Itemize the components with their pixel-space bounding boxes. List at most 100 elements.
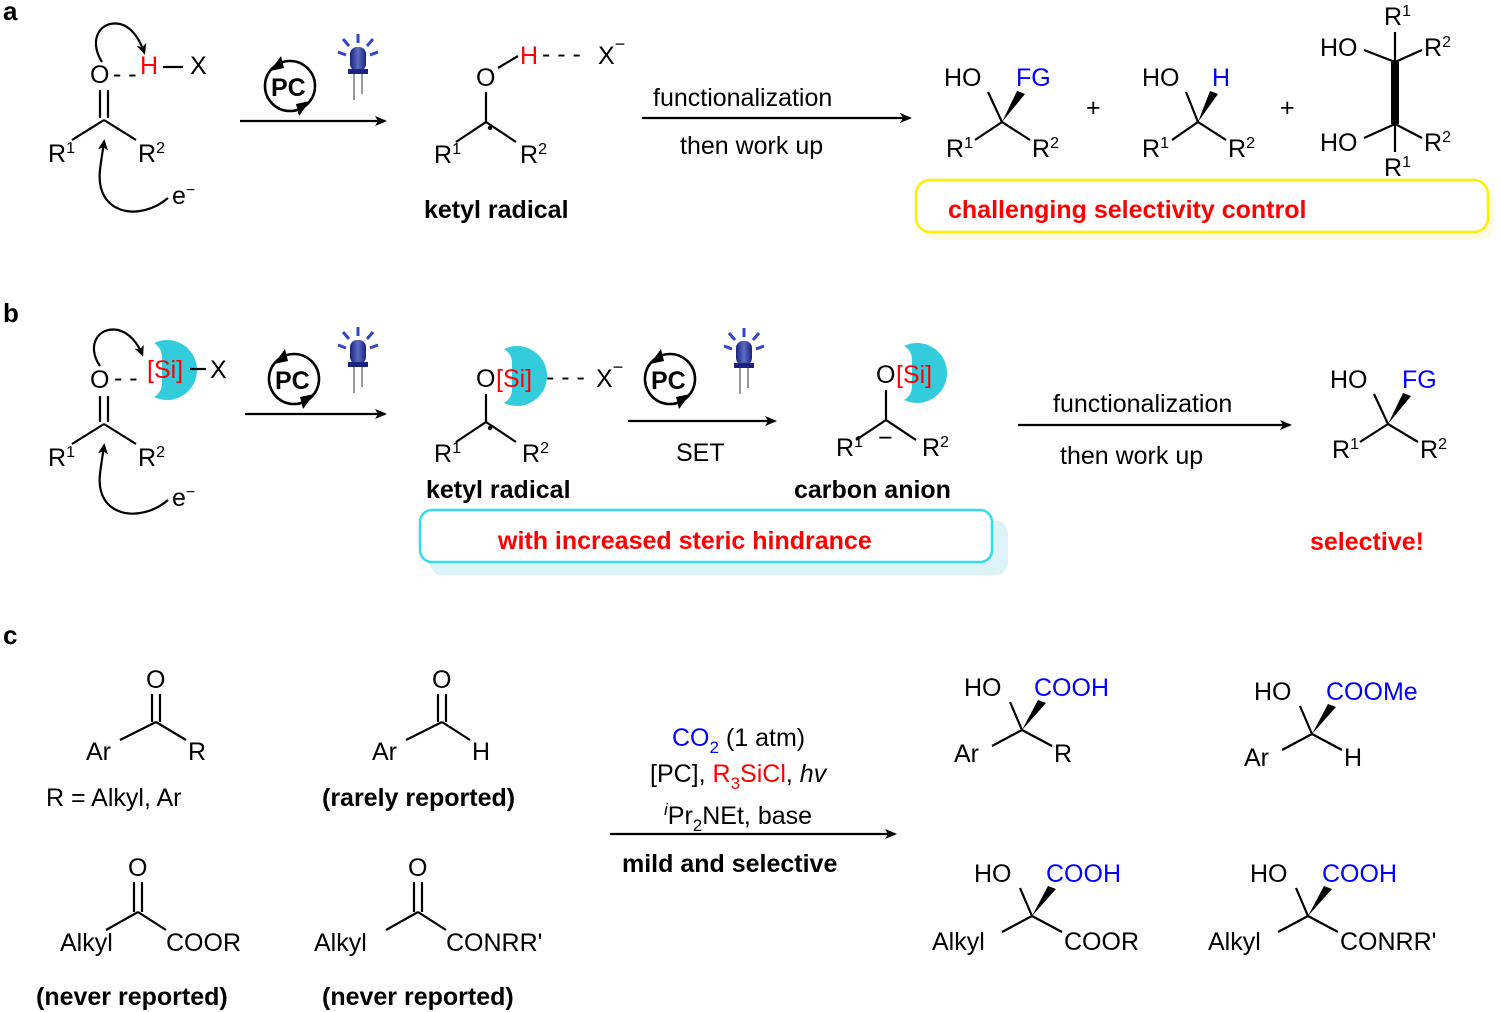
oxygen-si-dash: - - (114, 364, 138, 392)
panel-label-a: a (3, 0, 18, 26)
pinacol-ho-bottom: HO (1320, 129, 1358, 157)
selective-label: selective! (1310, 528, 1424, 556)
panel-b-functionalization-arrow: functionalization then work up (1018, 390, 1292, 470)
anion-r1: R1 (836, 434, 863, 462)
hydroxy-acid-r: R (1054, 740, 1072, 768)
substrate-ketoamide: O Alkyl CONRR' (never reported) (314, 854, 542, 1011)
panel-b-ketyl-radical: O [Si] - - - X− R1 R2 ketyl radical (426, 345, 623, 504)
ketoester-note: (never reported) (36, 983, 228, 1011)
ketoamide-alkyl: Alkyl (314, 929, 367, 957)
ketone-r: R (188, 738, 206, 766)
r2-label-b: R2 (138, 444, 165, 472)
substrate-ketoester: O Alkyl COOR (never reported) (36, 854, 241, 1011)
functionalization-label-b: functionalization (1053, 390, 1232, 418)
co2-condition: CO2 (1 atm) (672, 724, 805, 757)
electron-label-b: e− (172, 484, 195, 512)
ketone-ar: Ar (86, 738, 111, 766)
selectivity-warning-box: challenging selectivity control (914, 178, 1494, 240)
reduced-h: H (1212, 64, 1230, 92)
product-tartronic-ester: HO COOH Alkyl COOR (932, 860, 1139, 956)
steric-hindrance-box: with increased steric hindrance (418, 508, 1008, 575)
ketyl-x: X− (598, 34, 625, 70)
panel-a-ketyl-radical: O H - - - X− R1 R2 ketyl radical (424, 34, 625, 224)
panel-b-product: HO FG R1 R2 selective! (1310, 366, 1447, 556)
tartronic-ester-coor: COOR (1064, 928, 1139, 956)
panel-label-c: c (3, 620, 17, 650)
electron-label: e− (172, 182, 195, 210)
carbonyl-oxygen: O (90, 61, 109, 89)
pc-label: PC (271, 74, 306, 102)
aldehyde-ar: Ar (372, 738, 397, 766)
ketoester-alkyl: Alkyl (60, 929, 113, 957)
steric-hindrance-text: with increased steric hindrance (497, 527, 872, 555)
selectivity-warning-text: challenging selectivity control (948, 196, 1306, 224)
product-b-r2: R2 (1420, 436, 1447, 464)
pinacol-r1-top: R1 (1384, 3, 1411, 31)
pinacol-r1-bottom: R1 (1384, 154, 1411, 182)
ketoester-o: O (128, 854, 147, 882)
reduced-ho: HO (1142, 64, 1180, 92)
ketyl-si-dashes: - - - (546, 363, 585, 391)
product-r2: R2 (1032, 135, 1059, 163)
silyl-x: X (210, 356, 227, 384)
pinacol-ho-top: HO (1320, 34, 1358, 62)
plus-sign-1: + (1086, 94, 1101, 122)
reagents-condition: [PC], R3SiCl, hv (650, 760, 828, 793)
tartronic-ester-ho: HO (974, 860, 1012, 888)
workup-label-b: then work up (1060, 442, 1203, 470)
panel-a-substrate: O - - H X R1 R2 e− (48, 22, 207, 213)
tartronic-amide-alkyl: Alkyl (1208, 928, 1261, 956)
carbonyl-oxygen-b: O (90, 366, 109, 394)
panel-a-functionalization-arrow: functionalization then work up (642, 84, 912, 160)
product-b-r1: R1 (1332, 436, 1359, 464)
hydroxy-acid-ar: Ar (954, 740, 979, 768)
ketyl-r2-b: R2 (522, 440, 549, 468)
hydroxy-ester-h: H (1344, 744, 1362, 772)
aldehyde-o: O (432, 666, 451, 694)
ketyl-r1: R1 (434, 141, 461, 169)
panel-b-set-arrow: PC SET (628, 326, 777, 467)
panel-label-b: b (3, 298, 19, 328)
functionalization-label: functionalization (653, 84, 832, 112)
base-condition: iPr2NEt, base (664, 800, 812, 835)
ketyl-r2: R2 (520, 141, 547, 169)
ketoamide-conrr: CONRR' (446, 929, 542, 957)
tartronic-ester-cooh: COOH (1046, 860, 1121, 888)
reduced-r1: R1 (1142, 135, 1169, 163)
panel-b-carbon-anion: O [Si] − R1 R2 carbon anion (794, 342, 951, 504)
set-label: SET (676, 439, 725, 467)
carbon-anion-label: carbon anion (794, 476, 951, 504)
ketyl-x-b: X− (596, 357, 623, 393)
hydroxy-ester-ar: Ar (1244, 744, 1269, 772)
leaving-group-x: X (190, 52, 207, 80)
hydroxy-ester-coome: COOMe (1326, 678, 1418, 706)
silyl-group: [Si] (147, 356, 183, 384)
ketyl-oxygen-b: O (476, 365, 495, 393)
ketyl-radical-label: ketyl radical (424, 196, 569, 224)
product-fg: FG (1016, 64, 1051, 92)
ketyl-hydrogen: H (520, 42, 538, 70)
ketone-o: O (146, 666, 165, 694)
acidic-hydrogen: H (140, 52, 158, 80)
ketyl-oxygen: O (476, 64, 495, 92)
r2-label: R2 (138, 140, 165, 168)
product-hydroxy-acid: HO COOH Ar R (954, 674, 1109, 768)
tartronic-ester-alkyl: Alkyl (932, 928, 985, 956)
r1-label: R1 (48, 140, 75, 168)
ketoester-coor: COOR (166, 929, 241, 957)
workup-label: then work up (680, 132, 823, 160)
panel-a-photocatalysis-arrow: PC (240, 32, 387, 126)
r1-label-b: R1 (48, 444, 75, 472)
panel-b-substrate: [Si] X O - - R1 R2 e− (48, 328, 227, 515)
substrate-aldehyde: O Ar H (rarely reported) (322, 666, 515, 812)
aldehyde-note: (rarely reported) (322, 784, 515, 812)
anion-silyl: [Si] (896, 361, 932, 389)
tartronic-amide-cooh: COOH (1322, 860, 1397, 888)
product-ho: HO (944, 64, 982, 92)
mild-selective-label: mild and selective (622, 850, 837, 878)
panel-b-photocatalysis-arrow-1: PC (245, 325, 387, 419)
aldehyde-h: H (472, 738, 490, 766)
oxygen-hx-dash: - - (113, 60, 137, 88)
substrate-ketone: O Ar R R = Alkyl, Ar (46, 666, 206, 812)
ketyl-r1-b: R1 (434, 440, 461, 468)
